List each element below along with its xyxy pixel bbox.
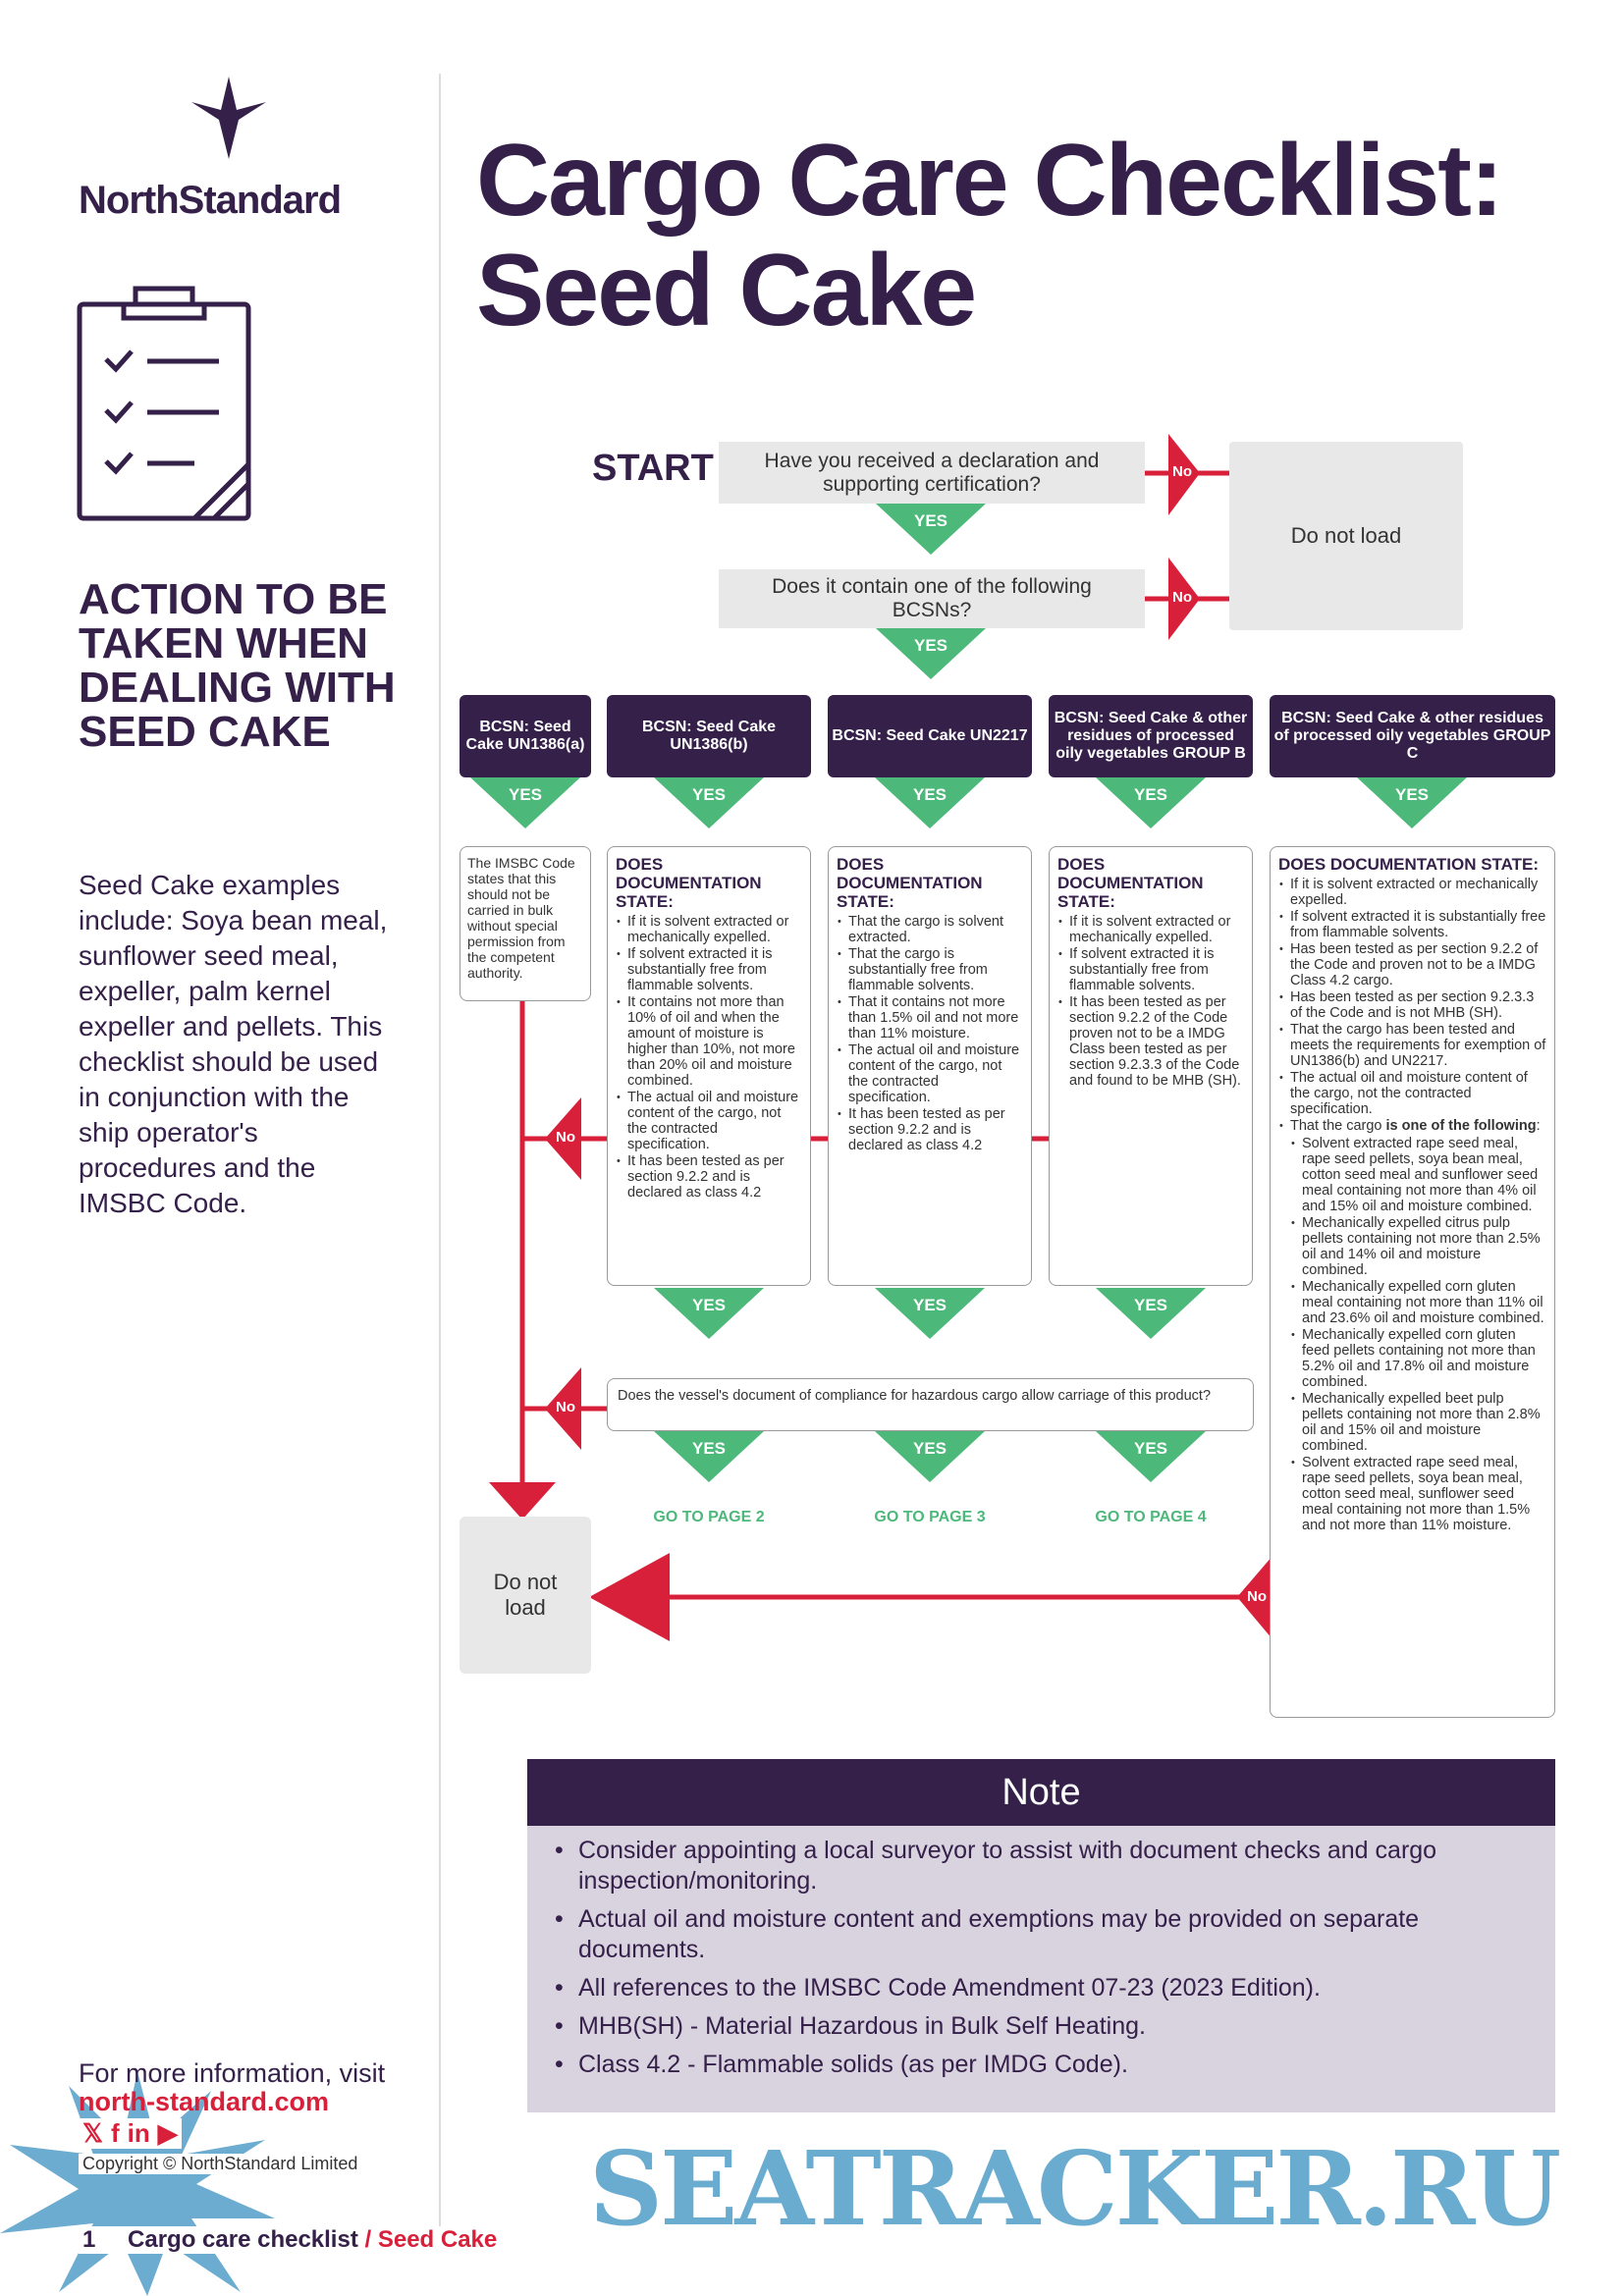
criteria-item: It has been tested as per section 9.2.2 … [1057, 994, 1244, 1089]
note-panel: Note Consider appointing a local surveyo… [527, 1759, 1555, 2112]
column-un1386b-box: DOES DOCUMENTATION STATE:If it is solven… [607, 846, 811, 1286]
watermark-text: SEATRACKER.RU [589, 2128, 1561, 2249]
flow-connectors [489, 434, 1272, 1641]
note-title: Note [527, 1759, 1555, 1826]
facebook-icon[interactable]: f [110, 2118, 120, 2148]
title-line-2: Seed Cake [476, 234, 977, 347]
column-group-b-box: DOES DOCUMENTATION STATE:If it is solven… [1049, 846, 1253, 1286]
note-item: All references to the IMSBC Code Amendme… [555, 1973, 1526, 2003]
no-label: No [556, 1399, 575, 1415]
no-arrow [1237, 1556, 1272, 1639]
criteria-bold: is one of the following [1385, 1118, 1537, 1134]
x-icon[interactable]: 𝕏 [82, 2118, 103, 2148]
column-un1386a-text: The IMSBC Code states that this should n… [460, 846, 591, 1001]
goto-page-2[interactable]: GO TO PAGE 2 [653, 1509, 765, 1525]
criteria-item: That the cargo is solvent extracted. [837, 914, 1023, 945]
note-item: Class 4.2 - Flammable solids (as per IMD… [555, 2050, 1526, 2080]
linkedin-icon[interactable]: in [127, 2118, 150, 2148]
criteria-item: If it is solvent extracted or mechanical… [616, 914, 802, 945]
criteria-prefix: That the cargo [1290, 1118, 1386, 1134]
question-declaration: Have you received a declaration and supp… [719, 442, 1145, 504]
no-arrow [1168, 558, 1200, 640]
criteria-item: If solvent extracted it is substantially… [1057, 946, 1244, 993]
no-label: No [1247, 1588, 1267, 1605]
left-arrowhead [589, 1553, 670, 1641]
bcsn-header-un1386a: BCSN: Seed Cake UN1386(a) [460, 695, 591, 777]
examples-text: Seed Cake examples include: Soya bean me… [79, 870, 388, 1041]
title-line-1: Cargo Care Checklist: [476, 124, 1504, 238]
footer-page-info: 1 Cargo care checklist / Seed Cake [79, 2226, 502, 2254]
page-title: Cargo Care Checklist: Seed Cake [476, 124, 1504, 347]
note-item: Consider appointing a local surveyor to … [555, 1836, 1526, 1896]
criteria-item: If it is solvent extracted or mechanical… [1057, 914, 1244, 945]
note-item: Actual oil and moisture content and exem… [555, 1904, 1526, 1965]
documentation-heading: DOES DOCUMENTATION STATE: [616, 855, 762, 911]
usage-text: This checklist should be used in conjunc… [79, 1011, 383, 1218]
footer-title: Cargo care checklist [128, 2226, 358, 2253]
criteria-item: That it contains not more than 1.5% oil … [837, 994, 1023, 1041]
bcsn-header-group-b: BCSN: Seed Cake & other residues of proc… [1049, 695, 1253, 777]
sidebar-divider [439, 74, 441, 2253]
goto-page-4[interactable]: GO TO PAGE 4 [1095, 1509, 1207, 1525]
criteria-item: Has been tested as per section 9.2.2 of … [1278, 941, 1546, 988]
brand-logo-text: NorthStandard [79, 179, 342, 222]
clipboard-checklist-icon [77, 286, 251, 521]
more-info-text: For more information, visit [79, 2058, 386, 2088]
bcsn-header-group-c: BCSN: Seed Cake & other residues of proc… [1270, 695, 1555, 777]
goto-page-3[interactable]: GO TO PAGE 3 [874, 1509, 986, 1525]
column-group-c-box: DOES DOCUMENTATION STATE: If it is solven… [1270, 846, 1555, 1718]
criteria-item: The actual oil and moisture content of t… [616, 1090, 802, 1152]
cargo-type-item: Mechanically expelled beet pulp pellets … [1290, 1391, 1546, 1454]
criteria-item: It has been tested as per section 9.2.2 … [837, 1106, 1023, 1153]
no-arrow [545, 1097, 581, 1180]
down-arrowhead [489, 1482, 556, 1520]
criteria-item: It contains not more than 10% of oil and… [616, 994, 802, 1089]
criteria-item: Has been tested as per section 9.2.3.3 o… [1278, 989, 1546, 1021]
cargo-type-item: Mechanically expelled corn gluten feed p… [1290, 1327, 1546, 1390]
criteria-item: The actual oil and moisture content of t… [1278, 1070, 1546, 1117]
cargo-type-item: Mechanically expelled citrus pulp pellet… [1290, 1215, 1546, 1278]
compliance-question: Does the vessel's document of compliance… [607, 1378, 1254, 1431]
cargo-type-item: Mechanically expelled corn gluten meal c… [1290, 1279, 1546, 1326]
no-label: No [1172, 463, 1192, 480]
documentation-heading: DOES DOCUMENTATION STATE: [1278, 855, 1540, 874]
note-list: Consider appointing a local surveyor to … [527, 1826, 1555, 2080]
youtube-icon[interactable]: ▶ [157, 2118, 178, 2148]
no-arrow [1168, 434, 1200, 515]
sidebar-description: Seed Cake examples include: Soya bean me… [79, 868, 403, 1221]
criteria-item: The actual oil and moisture content of t… [837, 1042, 1023, 1105]
note-item: MHB(SH) - Material Hazardous in Bulk Sel… [555, 2011, 1526, 2042]
criteria-item: That the cargo has been tested and meets… [1278, 1022, 1546, 1069]
watermark-starburst-icon [0, 2071, 275, 2296]
criteria-item: If solvent extracted it is substantially… [616, 946, 802, 993]
do-not-load-box: Do not load [1229, 442, 1463, 630]
no-label: No [556, 1129, 575, 1146]
bcsn-header-un1386b: BCSN: Seed Cake UN1386(b) [607, 695, 811, 777]
start-label: START [592, 448, 714, 489]
website-link[interactable]: north-standard.com [79, 2087, 330, 2116]
cargo-type-item: Solvent extracted rape seed meal, rape s… [1290, 1136, 1546, 1214]
copyright: Copyright © NorthStandard Limited [79, 2154, 362, 2174]
documentation-heading: DOES DOCUMENTATION STATE: [837, 855, 983, 911]
page-number: 1 [82, 2226, 96, 2253]
no-arrow [545, 1367, 581, 1450]
northstandard-star-logo-icon [191, 77, 266, 159]
bcsn-header-un2217: BCSN: Seed Cake UN2217 [828, 695, 1032, 777]
no-label: No [1172, 589, 1192, 606]
cargo-type-item: Solvent extracted rape seed meal, rape s… [1290, 1455, 1546, 1533]
question-bcsn: Does it contain one of the following BCS… [719, 569, 1145, 628]
column-un2217-box: DOES DOCUMENTATION STATE:That the cargo … [828, 846, 1032, 1286]
sidebar-heading: ACTION TO BE TAKEN WHEN DEALING WITH SEE… [79, 575, 396, 756]
criteria-item: That the cargo is one of the following:S… [1278, 1118, 1546, 1533]
do-not-load-box-2: Do not load [460, 1517, 591, 1674]
criteria-item: If solvent extracted it is substantially… [1278, 909, 1546, 940]
criteria-item: If it is solvent extracted or mechanical… [1278, 877, 1546, 908]
criteria-item: It has been tested as per section 9.2.2 … [616, 1153, 802, 1201]
documentation-heading: DOES DOCUMENTATION STATE: [1057, 855, 1204, 911]
footer-subtitle: / Seed Cake [364, 2226, 498, 2253]
criteria-item: That the cargo is substantially free fro… [837, 946, 1023, 993]
